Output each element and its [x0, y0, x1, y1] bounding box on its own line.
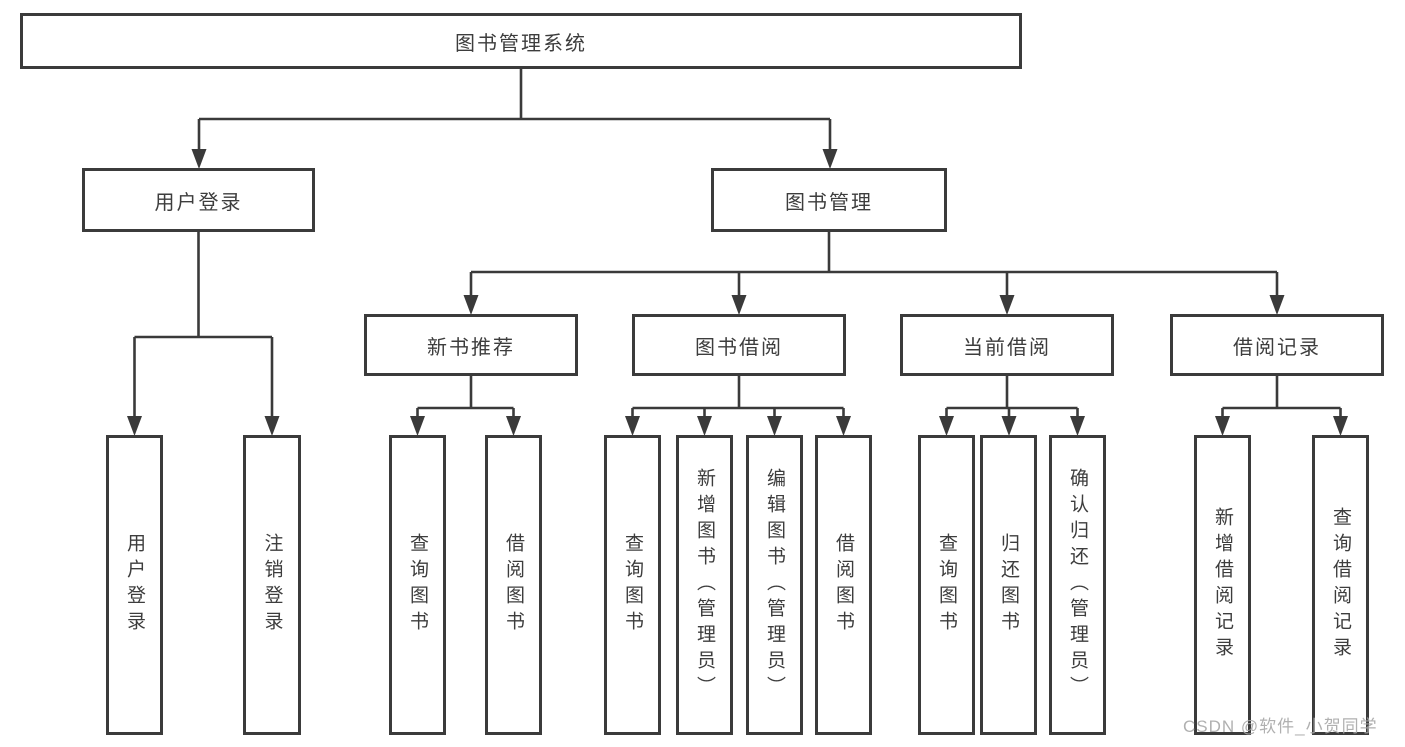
leaf-user-login-label: 用户登录 [124, 533, 145, 637]
leaf-add-book-admin-label: 新增图书（管理员） [694, 468, 715, 702]
node-book-management: 图书管理 [711, 168, 947, 232]
leaf-logout: 注销登录 [243, 435, 301, 735]
node-new-book-recommend-label: 新书推荐 [427, 336, 515, 359]
node-root-label: 图书管理系统 [455, 32, 587, 55]
node-book-borrow-label: 图书借阅 [695, 336, 783, 359]
node-current-borrow: 当前借阅 [900, 314, 1114, 376]
leaf-return-book: 归还图书 [980, 435, 1037, 735]
node-new-book-recommend: 新书推荐 [364, 314, 578, 376]
node-book-borrow: 图书借阅 [632, 314, 846, 376]
node-book-management-label: 图书管理 [785, 191, 873, 214]
node-borrow-record: 借阅记录 [1170, 314, 1384, 376]
leaf-confirm-return-admin: 确认归还（管理员） [1049, 435, 1106, 735]
leaf-query-book-recommend: 查询图书 [389, 435, 446, 735]
leaf-query-book-recommend-label: 查询图书 [407, 533, 428, 637]
leaf-add-borrow-record: 新增借阅记录 [1194, 435, 1251, 735]
node-borrow-record-label: 借阅记录 [1233, 336, 1321, 359]
leaf-borrow-book-recommend: 借阅图书 [485, 435, 542, 735]
leaf-borrow-book-recommend-label: 借阅图书 [503, 533, 524, 637]
leaf-confirm-return-admin-label: 确认归还（管理员） [1067, 468, 1088, 702]
leaf-add-borrow-record-label: 新增借阅记录 [1212, 507, 1233, 663]
leaf-borrow-book-label: 借阅图书 [833, 533, 854, 637]
node-current-borrow-label: 当前借阅 [963, 336, 1051, 359]
leaf-return-book-label: 归还图书 [998, 533, 1019, 637]
leaf-query-book-current-label: 查询图书 [936, 533, 957, 637]
leaf-query-borrow-record-label: 查询借阅记录 [1330, 507, 1351, 663]
leaf-query-book-borrow-label: 查询图书 [622, 533, 643, 637]
leaf-user-login: 用户登录 [106, 435, 163, 735]
leaf-query-book-borrow: 查询图书 [604, 435, 661, 735]
leaf-query-borrow-record: 查询借阅记录 [1312, 435, 1369, 735]
leaf-edit-book-admin-label: 编辑图书（管理员） [764, 468, 785, 702]
leaf-query-book-current: 查询图书 [918, 435, 975, 735]
leaf-add-book-admin: 新增图书（管理员） [676, 435, 733, 735]
node-root-system: 图书管理系统 [20, 13, 1022, 69]
node-user-login-label: 用户登录 [154, 191, 243, 214]
leaf-borrow-book: 借阅图书 [815, 435, 872, 735]
leaf-edit-book-admin: 编辑图书（管理员） [746, 435, 803, 735]
node-user-login: 用户登录 [82, 168, 315, 232]
leaf-logout-label: 注销登录 [261, 533, 283, 637]
csdn-watermark: CSDN @软件_小贺同学 [1183, 717, 1378, 736]
